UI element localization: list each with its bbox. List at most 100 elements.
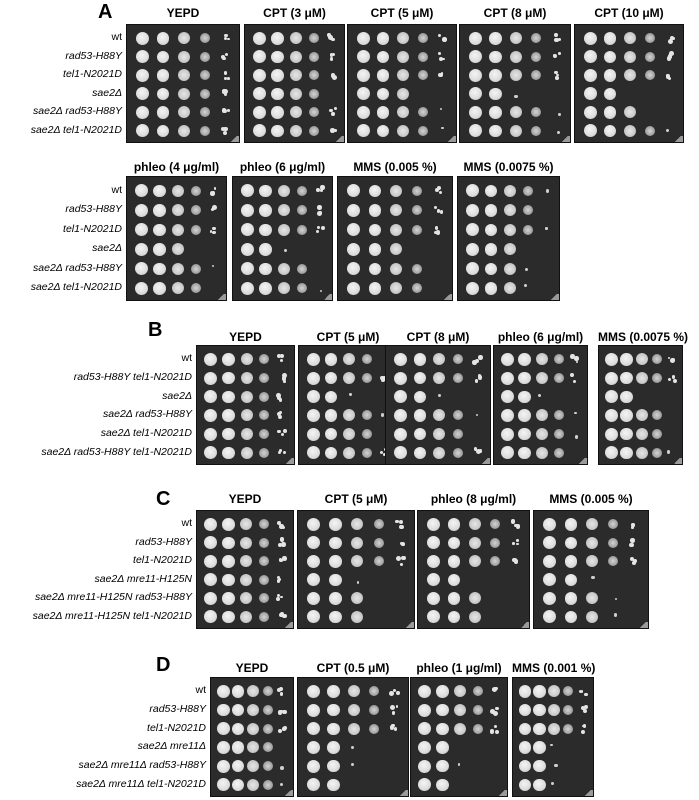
colony-spot — [153, 223, 166, 236]
colony-spot — [553, 354, 564, 365]
colony-spot — [222, 108, 227, 114]
colony-spot — [271, 50, 284, 63]
colony-spot — [667, 54, 673, 59]
strain-label: sae2Δ rad53-H88Y — [33, 105, 122, 118]
colony-spot — [276, 393, 282, 398]
colony-spot — [349, 393, 352, 396]
colony-spot — [320, 185, 325, 190]
colony-spot — [381, 378, 385, 382]
colony-spot — [135, 50, 149, 64]
colony-spot — [199, 88, 210, 99]
colony-spot — [319, 189, 324, 193]
colony-spot — [603, 124, 617, 137]
colony-spot — [413, 390, 427, 403]
colony-spot — [222, 610, 235, 623]
plate-title: CPT (8 μM) — [406, 330, 470, 344]
colony-spot — [490, 556, 501, 567]
colony-spot — [204, 352, 218, 366]
colony-spot — [524, 267, 528, 271]
colony-spot — [396, 555, 402, 561]
colony-spot — [222, 130, 227, 135]
strain-label: tel1-N2021D — [133, 554, 192, 567]
agar-plate — [385, 345, 491, 466]
plate-title: phleo (1 μg/ml) — [416, 661, 502, 675]
colony-spot — [222, 536, 235, 549]
agar-plate — [533, 510, 649, 629]
colony-spot — [222, 89, 228, 95]
colony-spot — [307, 536, 321, 550]
colony-spot — [583, 708, 588, 713]
colony-spot — [204, 536, 218, 550]
colony-spot — [240, 518, 252, 531]
colony-spot — [519, 741, 532, 754]
colony-spot — [453, 410, 464, 421]
colony-spot — [397, 124, 409, 137]
colony-spot — [362, 429, 372, 440]
colony-spot — [447, 573, 461, 586]
colony-spot — [651, 429, 662, 440]
colony-spot — [412, 283, 423, 294]
colony-spot — [327, 703, 340, 717]
colony-spot — [252, 31, 266, 45]
colony-spot — [277, 354, 282, 359]
colony-spot — [394, 352, 408, 366]
strain-label: tel1-N2021D — [63, 68, 122, 81]
colony-spot — [368, 262, 382, 275]
colony-spot — [171, 282, 184, 295]
colony-spot — [441, 57, 445, 61]
colony-spot — [222, 427, 235, 441]
colony-spot — [289, 87, 302, 100]
colony-spot — [439, 210, 444, 214]
colony-spot — [222, 518, 235, 531]
colony-spot — [153, 282, 166, 295]
colony-spot — [252, 124, 266, 138]
colony-spot — [135, 68, 149, 82]
colony-spot — [258, 574, 269, 585]
plate-title: phleo (8 μg/ml) — [430, 492, 517, 506]
colony-spot — [327, 759, 340, 773]
colony-spot — [379, 375, 385, 381]
colony-spot — [308, 107, 319, 118]
colony-spot — [204, 427, 218, 441]
colony-spot — [376, 124, 390, 137]
colony-spot — [281, 542, 286, 547]
colony-spot — [252, 105, 266, 119]
colony-spot — [276, 520, 282, 526]
colony-spot — [395, 705, 399, 708]
colony-spot — [324, 427, 338, 441]
colony-spot — [583, 87, 597, 101]
colony-spot — [356, 31, 370, 45]
colony-spot — [543, 591, 557, 605]
colony-spot — [413, 409, 427, 422]
colony-spot — [324, 371, 338, 385]
colony-spot — [553, 447, 564, 458]
colony-spot — [447, 610, 461, 623]
plate-title: YEPD — [228, 492, 262, 506]
colony-spot — [282, 450, 286, 455]
colony-spot — [259, 410, 270, 421]
colony-spot — [134, 262, 148, 276]
colony-spot — [492, 686, 498, 692]
colony-spot — [503, 243, 516, 256]
colony-spot — [620, 390, 633, 403]
colony-spot — [631, 561, 636, 566]
colony-spot — [259, 447, 270, 458]
colony-spot — [484, 282, 498, 295]
colony-spot — [390, 243, 402, 256]
colony-spot — [397, 32, 409, 45]
colony-spot — [558, 38, 562, 42]
colony-spot — [583, 50, 597, 64]
colony-spot — [279, 358, 284, 363]
colony-spot — [501, 352, 514, 366]
colony-spot — [220, 54, 225, 59]
colony-spot — [356, 68, 370, 82]
colony-spot — [512, 557, 517, 562]
colony-spot — [277, 450, 281, 454]
colony-spot — [390, 282, 402, 295]
colony-spot — [489, 50, 502, 63]
colony-spot — [316, 187, 321, 192]
colony-spot — [620, 446, 633, 460]
plate-title: CPT (0.5 μM) — [316, 661, 390, 675]
colony-spot — [282, 556, 287, 561]
colony-spot — [279, 448, 283, 452]
